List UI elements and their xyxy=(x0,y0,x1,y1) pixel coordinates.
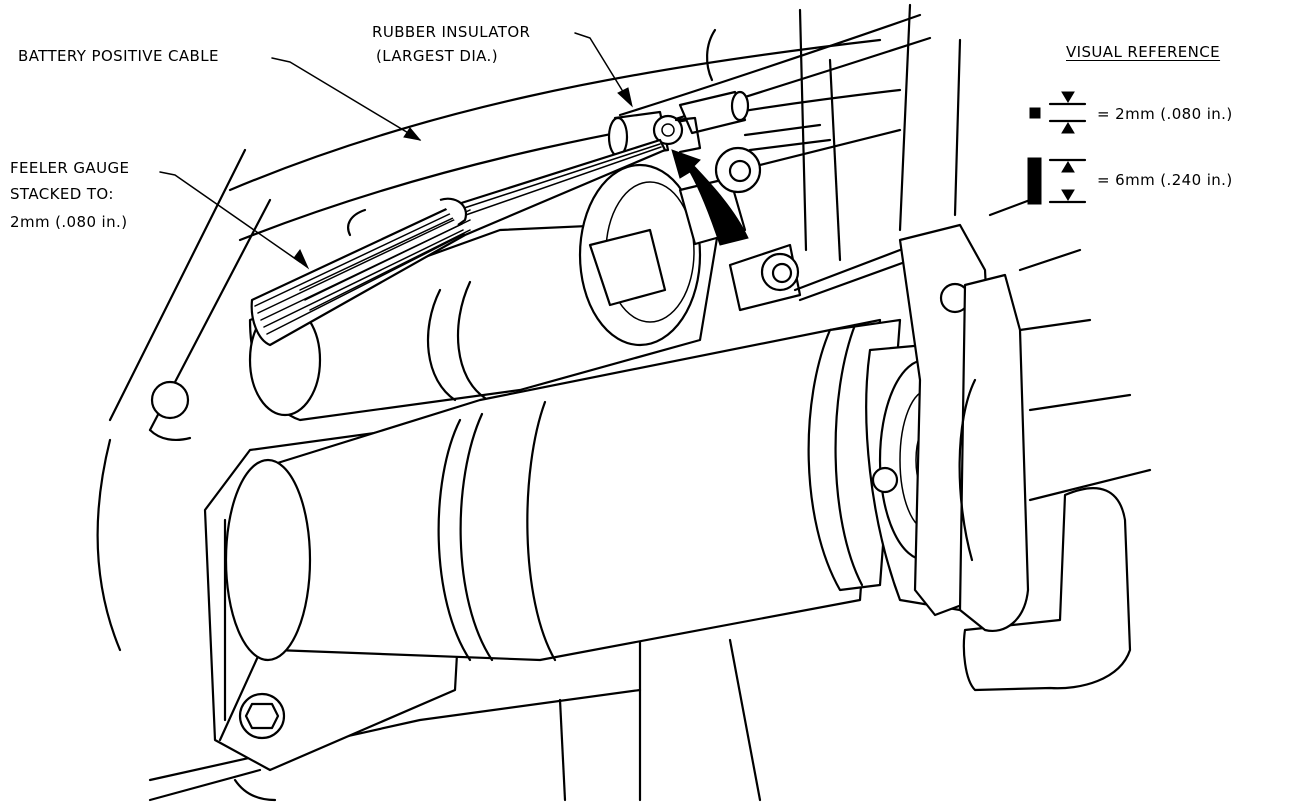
insulator-label-line1: RUBBER INSULATOR xyxy=(372,23,531,41)
chassis-lines xyxy=(96,3,1152,802)
drive-end-housing xyxy=(865,223,1132,692)
visual-reference-title: VISUAL REFERENCE xyxy=(1066,43,1221,61)
visual-reference-symbols xyxy=(1027,91,1087,205)
reference-6mm-label: = 6mm (.240 in.) xyxy=(1097,171,1233,189)
reference-6mm-symbol xyxy=(1027,157,1087,205)
insulator-label-line2: (LARGEST DIA.) xyxy=(376,47,498,65)
solenoid xyxy=(248,163,747,422)
feeler-label-line3: 2mm (.080 in.) xyxy=(10,213,128,231)
rubber-insulator xyxy=(607,110,702,158)
solenoid-terminals xyxy=(714,146,907,312)
gap-direction-arrow xyxy=(671,149,749,246)
battery-cable-label: BATTERY POSITIVE CABLE xyxy=(18,47,219,65)
feeler-label-line2: STACKED TO: xyxy=(10,185,114,203)
reference-2mm-label: = 2mm (.080 in.) xyxy=(1097,105,1233,123)
reference-2mm-symbol xyxy=(1029,91,1087,134)
feeler-gauge xyxy=(250,138,667,347)
leader-lines xyxy=(159,32,633,270)
feeler-label-line1: FEELER GAUGE xyxy=(10,159,130,177)
